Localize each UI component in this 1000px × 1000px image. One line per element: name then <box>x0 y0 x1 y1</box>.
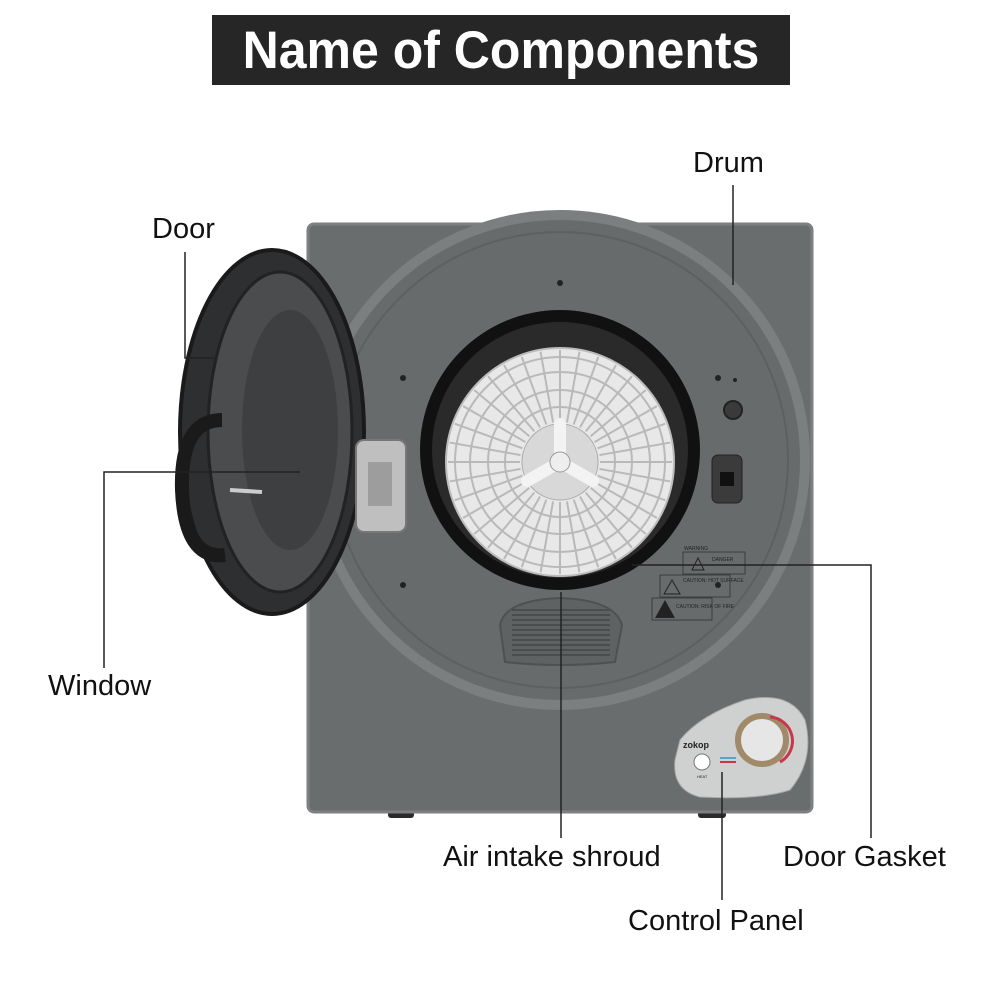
timer-dial[interactable] <box>735 713 789 767</box>
label-drum: Drum <box>693 147 764 179</box>
screws <box>400 280 737 588</box>
sensor <box>723 400 743 420</box>
door-handle[interactable] <box>174 413 226 563</box>
brand-logo: zokop <box>683 740 710 750</box>
drum-filter-grid <box>448 350 672 574</box>
leader-lines <box>103 185 872 900</box>
warning-labels: WARNING DANGER CAUTION: HOT SURFACE CAUT… <box>651 546 746 621</box>
label-door: Door <box>152 213 215 245</box>
label-air-intake-shroud: Air intake shroud <box>443 841 661 873</box>
label-door-gasket: Door Gasket <box>783 841 946 873</box>
title-banner: Name of Components <box>212 15 790 85</box>
svg-text:CAUTION: RISK OF FIRE: CAUTION: RISK OF FIRE <box>676 604 735 610</box>
label-control-panel: Control Panel <box>628 905 804 937</box>
svg-text:DANGER: DANGER <box>712 557 734 563</box>
heat-label: HEAT <box>697 774 708 779</box>
svg-text:WARNING: WARNING <box>684 546 708 552</box>
label-window: Window <box>48 670 152 702</box>
page-title: Name of Components <box>242 20 760 80</box>
heat-button[interactable] <box>693 753 711 771</box>
svg-text:CAUTION: HOT SURFACE: CAUTION: HOT SURFACE <box>683 578 744 584</box>
